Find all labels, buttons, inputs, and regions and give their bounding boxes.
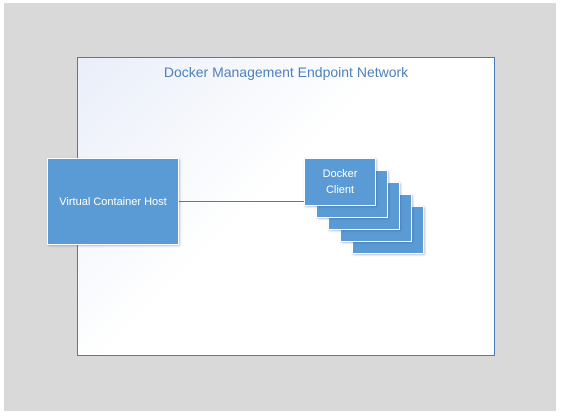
network-title: Docker Management Endpoint Network <box>163 64 409 80</box>
docker-client-box: Docker Client <box>304 158 376 206</box>
docker-client-label: Docker Client <box>322 168 358 196</box>
host-client-connector <box>179 201 305 202</box>
virtual-container-host-box: Virtual Container Host <box>47 158 179 245</box>
host-label: Virtual Container Host <box>59 195 167 208</box>
